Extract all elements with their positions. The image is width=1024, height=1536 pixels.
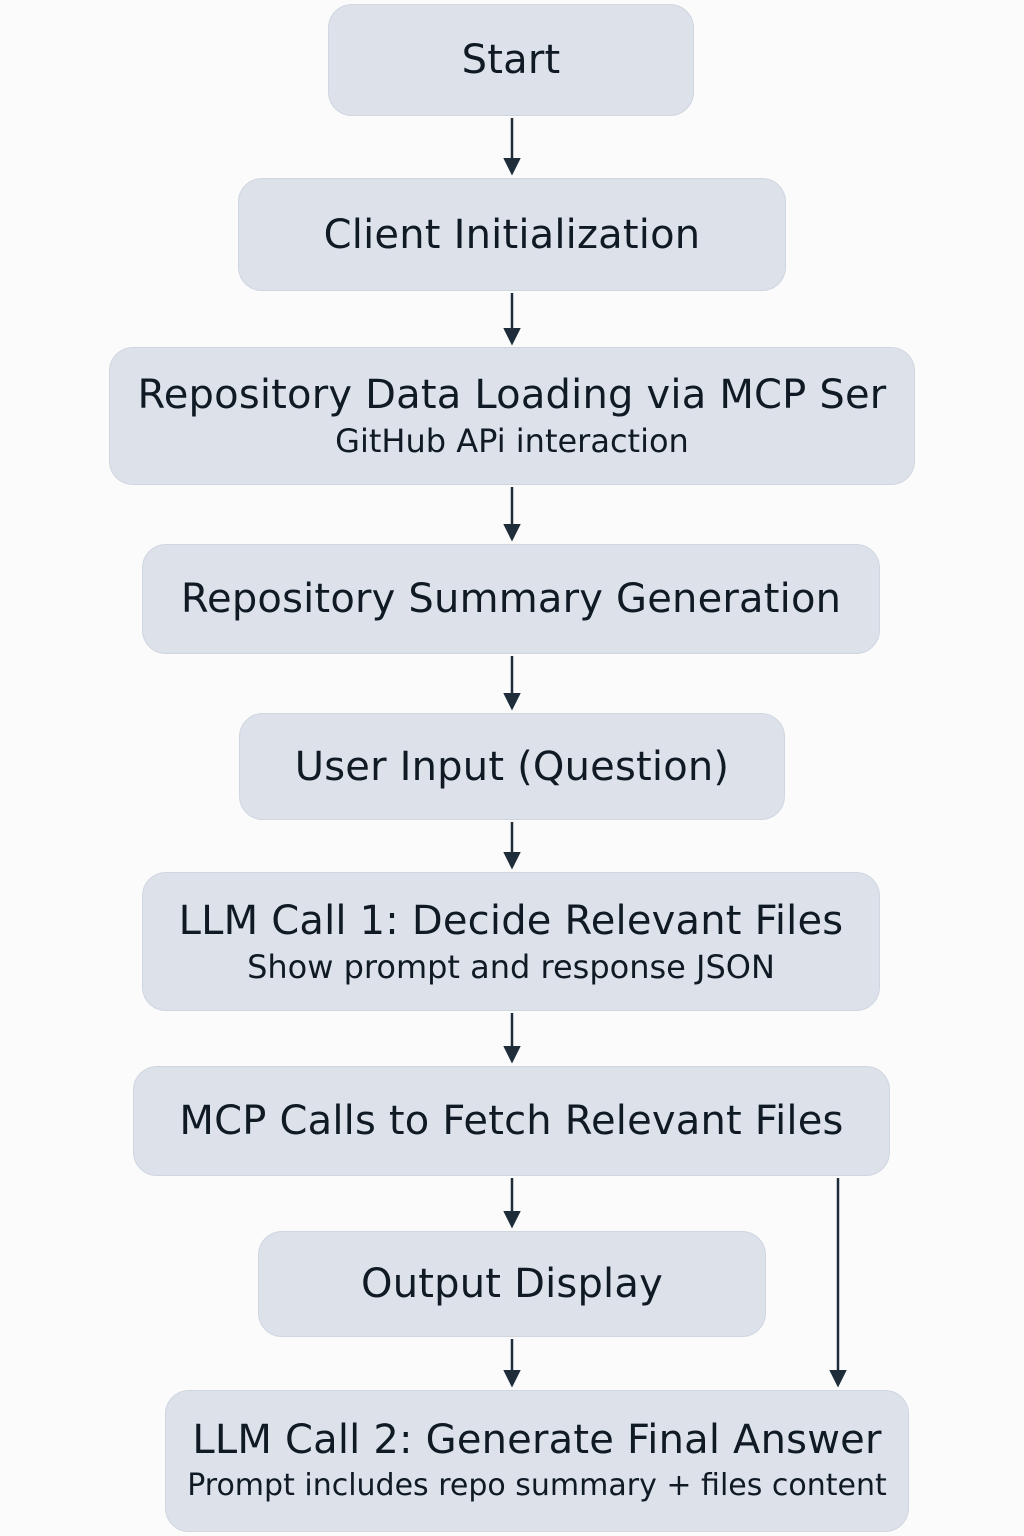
- step-client-initialization: Client Initialization: [238, 178, 786, 291]
- step-output-display: Output Display: [258, 1231, 766, 1337]
- step-title: Repository Summary Generation: [180, 576, 842, 622]
- step-title: User Input (Question): [294, 743, 730, 790]
- step-subtitle: Prompt includes repo summary + files con…: [187, 1468, 887, 1503]
- step-user-input: User Input (Question): [239, 713, 785, 820]
- step-repository-summary-generation: Repository Summary Generation: [142, 544, 880, 654]
- step-start: Start: [328, 4, 694, 116]
- step-subtitle: Show prompt and response JSON: [247, 947, 775, 986]
- step-title: LLM Call 1: Decide Relevant Files: [178, 897, 844, 944]
- step-title: Output Display: [361, 1261, 663, 1307]
- step-title: Start: [461, 37, 561, 83]
- step-title: MCP Calls to Fetch Relevant Files: [179, 1098, 844, 1144]
- step-llm-call-2: LLM Call 2: Generate Final Answer Prompt…: [165, 1390, 909, 1532]
- step-title: Client Initialization: [323, 211, 701, 258]
- step-subtitle: GitHub APi interaction: [335, 422, 689, 460]
- step-mcp-calls-fetch-files: MCP Calls to Fetch Relevant Files: [133, 1066, 890, 1176]
- step-llm-call-1: LLM Call 1: Decide Relevant Files Show p…: [142, 872, 880, 1011]
- step-repository-data-loading: Repository Data Loading via MCP Ser GitH…: [109, 347, 915, 485]
- step-title: LLM Call 2: Generate Final Answer: [192, 1417, 882, 1463]
- step-title: Repository Data Loading via MCP Ser: [137, 372, 887, 418]
